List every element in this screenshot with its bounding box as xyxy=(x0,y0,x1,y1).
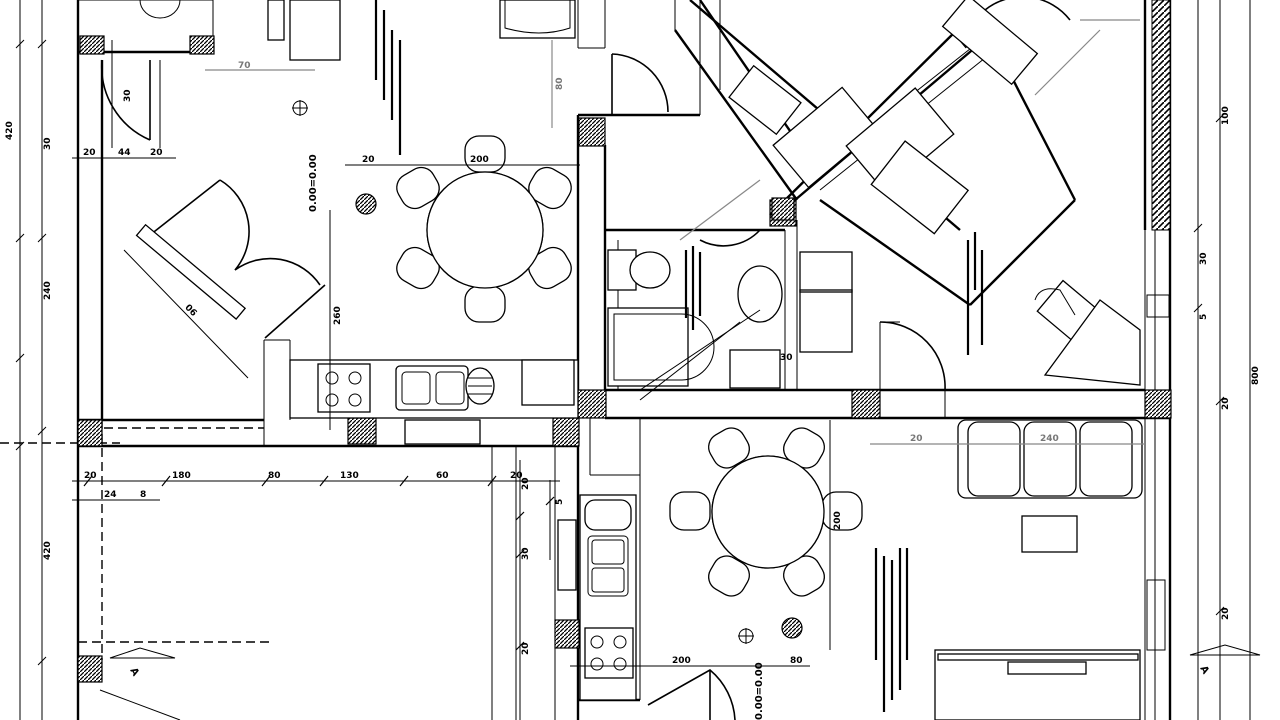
section-mark-a: A xyxy=(127,666,141,678)
living-room-furniture xyxy=(934,419,1143,720)
dim-260: 260 xyxy=(333,306,343,325)
dining-table-lower xyxy=(669,427,863,597)
level-upper: 0.00=0.00 xyxy=(308,154,319,212)
dim-row2-8: 8 xyxy=(140,490,146,500)
svg-text:30: 30 xyxy=(780,353,793,363)
dim-row2-24: 24 xyxy=(104,490,117,500)
svg-text:5: 5 xyxy=(555,499,565,505)
right-dimension-lines: 100 800 30 5 20 20 xyxy=(1193,0,1261,720)
svg-text:240: 240 xyxy=(43,281,53,300)
dim-80: 80 xyxy=(555,77,565,90)
kitchen-upper xyxy=(289,359,579,445)
svg-text:420: 420 xyxy=(43,541,53,560)
dim-row-60: 60 xyxy=(436,471,449,481)
dim-row-130: 130 xyxy=(340,471,359,481)
left-dimension-lines: 420 30 240 420 xyxy=(0,0,120,720)
svg-text:20: 20 xyxy=(1221,397,1231,410)
dim-20c: 20 xyxy=(362,155,375,165)
svg-text:30: 30 xyxy=(521,547,531,560)
dim-lower-80: 80 xyxy=(790,656,803,666)
dim-20b: 20 xyxy=(150,148,163,158)
svg-text:20: 20 xyxy=(521,477,531,490)
dim-lower-200: 200 xyxy=(672,656,691,666)
dim-table-200: 200 xyxy=(470,155,489,165)
dim-row-80: 80 xyxy=(268,471,281,481)
svg-text:30: 30 xyxy=(1199,252,1209,265)
kitchen-lower xyxy=(557,494,637,701)
diagonal-bedroom-wing xyxy=(674,0,1141,386)
dim-far-right-800: 800 xyxy=(1251,366,1261,385)
svg-text:30: 30 xyxy=(43,137,53,150)
dim-row-20b: 20 xyxy=(510,471,523,481)
svg-text:5: 5 xyxy=(1199,314,1209,320)
section-markers: A A xyxy=(78,641,1261,720)
dim-20a: 20 xyxy=(83,148,96,158)
svg-text:200: 200 xyxy=(833,511,843,530)
svg-text:20: 20 xyxy=(1221,607,1231,620)
section-mark-a-right: A xyxy=(1197,664,1211,676)
dim-44: 44 xyxy=(118,148,131,158)
dining-table-upper xyxy=(396,135,572,323)
dim-30: 30 xyxy=(123,89,133,102)
dim-row-20: 20 xyxy=(84,471,97,481)
doors xyxy=(100,0,1071,720)
level-lower: 0.00=0.00 xyxy=(754,662,765,720)
svg-text:20: 20 xyxy=(521,642,531,655)
bathroom-fixtures xyxy=(139,0,853,389)
dim-right-240: 240 xyxy=(1040,434,1059,444)
walls xyxy=(76,0,1172,720)
dimension-annotations: 20 44 20 30 70 80 90 20 200 260 0.00=0.0… xyxy=(72,0,1145,720)
dim-right-20: 20 xyxy=(910,434,923,444)
dim-70: 70 xyxy=(238,61,251,71)
dim-far-right-100: 100 xyxy=(1221,106,1231,125)
dim-far-left: 420 xyxy=(5,121,15,140)
dim-row-180: 180 xyxy=(172,471,191,481)
